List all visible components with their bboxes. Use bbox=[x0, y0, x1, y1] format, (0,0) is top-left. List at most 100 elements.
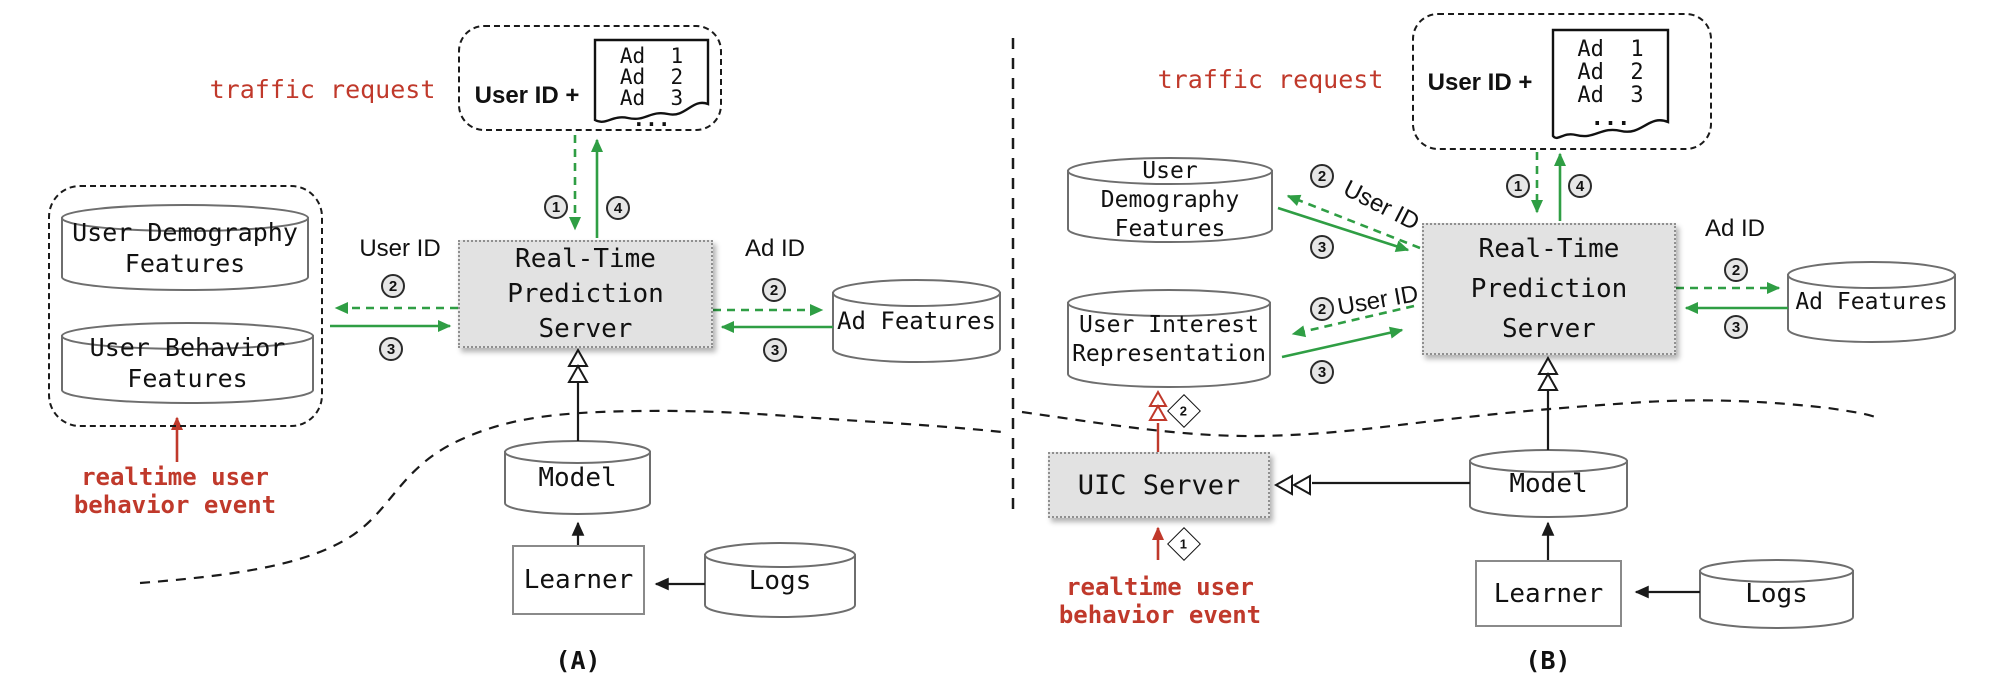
cylinder-user-demography-a-top bbox=[61, 204, 309, 232]
cylinder-ad-features-a-top bbox=[832, 279, 1001, 307]
ad-list-a-3: Ad 3 bbox=[619, 86, 684, 110]
cylinder-user-interest-b-top bbox=[1067, 289, 1271, 317]
model-label-b: Model bbox=[1509, 469, 1588, 499]
event-b-line1: realtime user bbox=[1066, 573, 1254, 601]
model-to-server-a-head1 bbox=[567, 347, 589, 367]
ad-id-label-b: Ad ID bbox=[1704, 215, 1766, 242]
step-badge-3-ad-b: 3 bbox=[1724, 315, 1748, 339]
hollow-arrowheads-black bbox=[567, 347, 1559, 496]
diamond-1-b: 1 bbox=[1180, 536, 1188, 552]
uic-to-interest-head1 bbox=[1148, 389, 1168, 407]
model-to-server-b-head2 bbox=[1537, 371, 1559, 391]
step-2-demography-b: 2 bbox=[1317, 167, 1327, 185]
uic-to-interest-head2 bbox=[1148, 403, 1168, 421]
step-4-b: 4 bbox=[1575, 177, 1585, 195]
cylinder-user-interest-b bbox=[1067, 302, 1271, 388]
user-features-group-a bbox=[48, 185, 323, 427]
boundary-curve-b bbox=[1021, 399, 1879, 438]
step-1-a: 1 bbox=[551, 198, 561, 216]
cylinder-model-a bbox=[504, 451, 651, 515]
server-a-line3: Server bbox=[538, 313, 633, 344]
ad-features-label-b: Ad Features bbox=[1795, 289, 1948, 315]
server-b-line1: Real-Time bbox=[1478, 234, 1620, 264]
caption-a: (A) bbox=[555, 645, 601, 675]
hollow-arrowheads-red bbox=[1148, 389, 1168, 421]
step-2-interest-b: 2 bbox=[1317, 300, 1327, 318]
step-1-b: 1 bbox=[1513, 177, 1523, 195]
model-to-uic-head2 bbox=[1291, 474, 1311, 496]
ad-id-label-a: Ad ID bbox=[744, 235, 806, 262]
learner-box-b: Learner bbox=[1475, 560, 1622, 627]
traffic-request-label-b: traffic request bbox=[1157, 64, 1384, 94]
step-badge-2-ad-b: 2 bbox=[1724, 258, 1748, 282]
black-arrows bbox=[571, 383, 1700, 599]
cylinder-ad-features-b-top bbox=[1787, 261, 1956, 289]
cylinder-user-behavior-a-top bbox=[61, 322, 314, 350]
step-3-left-a: 3 bbox=[386, 340, 396, 358]
arrow-demography-to-server-b bbox=[1277, 206, 1410, 253]
step-3-right-a: 3 bbox=[770, 341, 780, 359]
model-to-server-b-head1 bbox=[1537, 355, 1559, 375]
model-label-a: Model bbox=[538, 463, 617, 493]
server-a-line1: Real-Time bbox=[515, 243, 656, 274]
demography-b-line1: User Demography bbox=[1100, 157, 1240, 213]
model-to-server-a-head2 bbox=[567, 363, 589, 383]
server-b-line2: Prediction bbox=[1470, 274, 1628, 304]
step-badge-2-interest-b: 2 bbox=[1310, 297, 1334, 321]
realtime-prediction-server-b: Real-Time Prediction Server bbox=[1422, 223, 1676, 355]
green-arrows-a bbox=[330, 135, 833, 333]
learner-a-label: Learner bbox=[523, 565, 634, 595]
step-badge-4-a: 4 bbox=[606, 196, 630, 220]
arrow-server-to-interest-b bbox=[1291, 304, 1415, 338]
cylinder-model-b bbox=[1469, 460, 1628, 518]
cylinder-user-demography-b bbox=[1067, 170, 1273, 243]
step-badge-3-interest-b: 3 bbox=[1310, 360, 1334, 384]
demography-a-line1: User Demography bbox=[72, 218, 298, 247]
user-behavior-label-a: User Behavior Features bbox=[62, 330, 313, 396]
arrow-server-to-demography-b bbox=[1286, 194, 1421, 250]
cylinder-logs-b bbox=[1699, 570, 1854, 629]
step-2-right-a: 2 bbox=[769, 281, 779, 299]
server-a-line2: Prediction bbox=[507, 278, 664, 309]
cylinder-user-demography-a bbox=[61, 217, 309, 291]
ad-list-doc-a bbox=[593, 38, 710, 123]
learner-box-a: Learner bbox=[512, 545, 645, 615]
traffic-request-box-a bbox=[458, 25, 722, 131]
diamond-2-b: 2 bbox=[1180, 403, 1188, 419]
step-badge-2-left-a: 2 bbox=[381, 274, 405, 298]
ad-list-b: Ad 1 Ad 2 Ad 3 ... bbox=[1553, 38, 1668, 130]
event-a-line1: realtime user bbox=[81, 463, 269, 491]
cylinder-logs-b-top bbox=[1699, 559, 1854, 583]
step-badge-2-demography-b: 2 bbox=[1310, 164, 1334, 188]
cylinder-logs-a-top bbox=[704, 542, 856, 568]
step-2-ad-b: 2 bbox=[1731, 261, 1741, 279]
traffic-request-label-a: traffic request bbox=[209, 74, 436, 104]
learner-b-label: Learner bbox=[1493, 578, 1604, 609]
event-b-line2: behavior event bbox=[1058, 601, 1262, 629]
green-arrows-b bbox=[1277, 152, 1788, 359]
server-b-line3: Server bbox=[1502, 314, 1596, 344]
user-id-plus-b: User ID + bbox=[1427, 69, 1533, 96]
ad-list-a-more: ... bbox=[632, 107, 671, 131]
realtime-event-label-a: realtime user behavior event bbox=[60, 462, 290, 520]
step-badge-3-right-a: 3 bbox=[763, 338, 787, 362]
demography-a-line2: Features bbox=[124, 249, 246, 278]
user-id-label-a: User ID bbox=[359, 235, 441, 262]
logs-label-a: Logs bbox=[748, 566, 812, 596]
demography-b-line2: Features bbox=[1114, 215, 1226, 242]
uic-server-box: UIC Server bbox=[1048, 452, 1270, 518]
realtime-prediction-server-a: Real-Time Prediction Server bbox=[458, 240, 713, 348]
behavior-a-line1: User Behavior bbox=[89, 333, 286, 362]
ad-list-b-1: Ad 1 bbox=[1577, 37, 1644, 62]
ad-list-b-3: Ad 3 bbox=[1577, 83, 1644, 108]
cylinder-ad-features-a bbox=[832, 292, 1001, 363]
user-demography-label-b: User Demography Features bbox=[1068, 158, 1272, 242]
traffic-request-box-b bbox=[1412, 13, 1712, 150]
cylinder-logs-a bbox=[704, 554, 856, 618]
ad-list-a-1: Ad 1 bbox=[619, 44, 684, 68]
realtime-event-label-b: realtime user behavior event bbox=[1045, 572, 1275, 630]
interest-b-line2: Representation bbox=[1072, 341, 1266, 367]
cylinder-user-demography-b-top bbox=[1067, 157, 1273, 185]
model-to-uic-head1 bbox=[1273, 474, 1293, 496]
